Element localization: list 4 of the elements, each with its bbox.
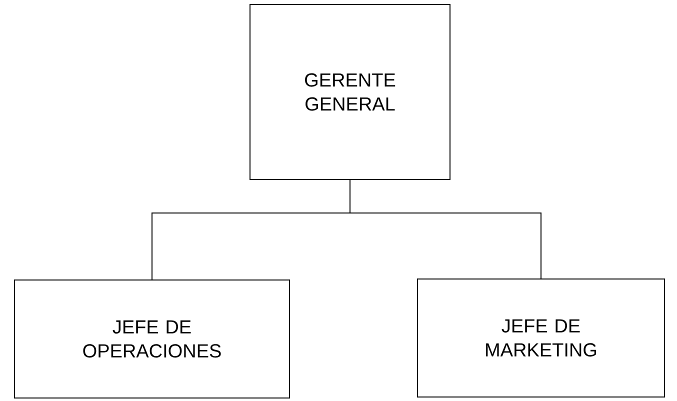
org-box: JEFE DE MARKETING — [417, 278, 665, 398]
org-box: GERENTE GENERAL — [250, 4, 450, 180]
org-box: JEFE DE OPERACIONES — [14, 280, 290, 398]
connector-line — [350, 180, 542, 279]
